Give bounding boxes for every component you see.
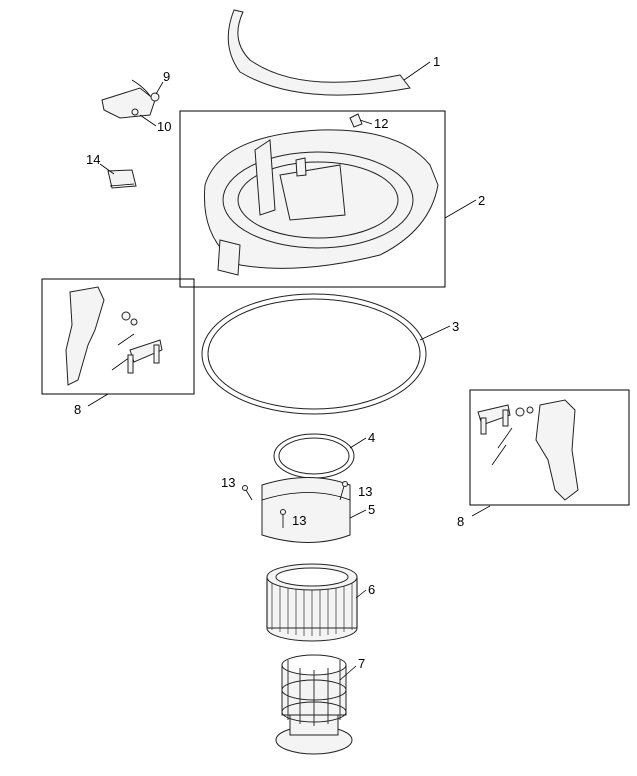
part-3-gasket: [201, 293, 427, 415]
part-7-cage-base: [275, 654, 353, 755]
leader-4: [349, 437, 367, 449]
part-6-filter: [266, 563, 358, 642]
leader-10: [139, 114, 157, 127]
leader-8-right: [471, 505, 491, 517]
callout-12: 12: [374, 116, 388, 131]
part-8-frame-right: [469, 389, 630, 506]
callout-6: 6: [368, 582, 375, 597]
part-1-band: [227, 9, 411, 96]
leader-14: [99, 163, 115, 175]
callout-8-left: 8: [74, 402, 81, 417]
callout-3: 3: [452, 319, 459, 334]
leader-1: [403, 61, 431, 81]
part-10-latch: [101, 79, 160, 119]
leader-8-left: [87, 393, 109, 407]
part-4-ring: [273, 433, 355, 479]
callout-5: 5: [368, 502, 375, 517]
callout-13-a: 13: [221, 475, 235, 490]
callout-8-right: 8: [457, 514, 464, 529]
callout-14: 14: [86, 152, 100, 167]
part-14-pad: [107, 169, 137, 189]
leader-12: [359, 119, 373, 125]
leader-2: [444, 199, 477, 219]
callout-13-b: 13: [358, 484, 372, 499]
leader-7: [339, 665, 357, 681]
callout-7: 7: [358, 656, 365, 671]
callout-13-c: 13: [292, 513, 306, 528]
leader-5: [349, 509, 367, 519]
callout-1: 1: [433, 54, 440, 69]
part-8-handle-left: [65, 286, 163, 386]
callout-4: 4: [368, 430, 375, 445]
callout-10: 10: [157, 119, 171, 134]
part-8-handle-right: [477, 399, 579, 501]
leader-3: [419, 325, 451, 341]
callout-9: 9: [163, 69, 170, 84]
part-2-housing: [203, 113, 439, 276]
part-8-frame-left: [41, 278, 195, 395]
leader-9: [155, 81, 164, 95]
part-2-frame: [179, 110, 446, 288]
part-5-cage: [242, 477, 351, 543]
callout-2: 2: [478, 193, 485, 208]
leader-6: [355, 589, 367, 599]
